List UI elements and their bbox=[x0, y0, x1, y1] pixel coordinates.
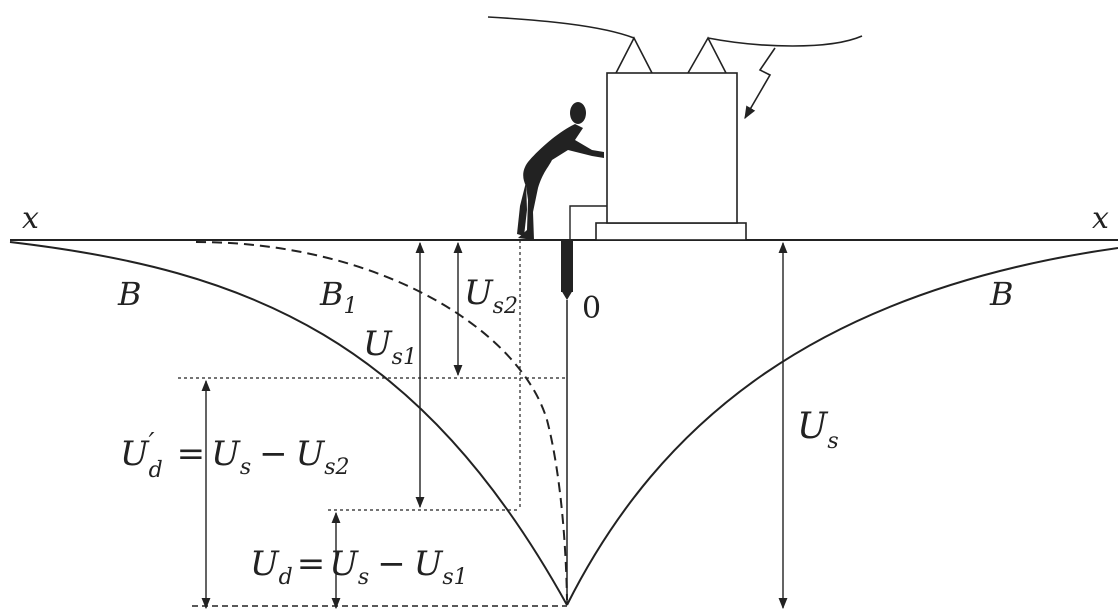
lightning-bolt-icon bbox=[744, 47, 776, 120]
label-ud-prime-equation: U′d=Us−Us2 bbox=[120, 428, 350, 483]
label-us2: Us2 bbox=[464, 273, 518, 319]
label-us: Us bbox=[797, 406, 839, 454]
axis-label-x-left: x bbox=[22, 201, 39, 236]
person-silhouette-icon bbox=[517, 102, 604, 240]
equipment-box bbox=[606, 72, 738, 224]
overhead-wire-left bbox=[487, 16, 635, 39]
insulator-left bbox=[615, 36, 653, 74]
ground-electrode-tip bbox=[561, 290, 573, 300]
curve-label-b-left: B bbox=[117, 275, 142, 313]
label-ud-equation: Ud=Us−Us1 bbox=[250, 544, 468, 590]
axis-label-x-right: x bbox=[1092, 201, 1109, 236]
equipment-base bbox=[595, 222, 747, 241]
curve-label-b1: B1 bbox=[319, 275, 358, 319]
ground-electrode bbox=[561, 240, 573, 292]
potential-curve-left bbox=[9, 241, 568, 606]
potential-curve-b1-dashed bbox=[195, 241, 568, 601]
origin-label: 0 bbox=[582, 291, 601, 326]
insulator-right bbox=[687, 36, 727, 74]
curve-label-b-right: B bbox=[989, 275, 1014, 313]
grounding-conductor bbox=[569, 205, 607, 240]
potential-curve-right bbox=[566, 247, 1118, 606]
overhead-wire-right bbox=[707, 35, 863, 47]
label-us1: Us1 bbox=[363, 324, 417, 370]
